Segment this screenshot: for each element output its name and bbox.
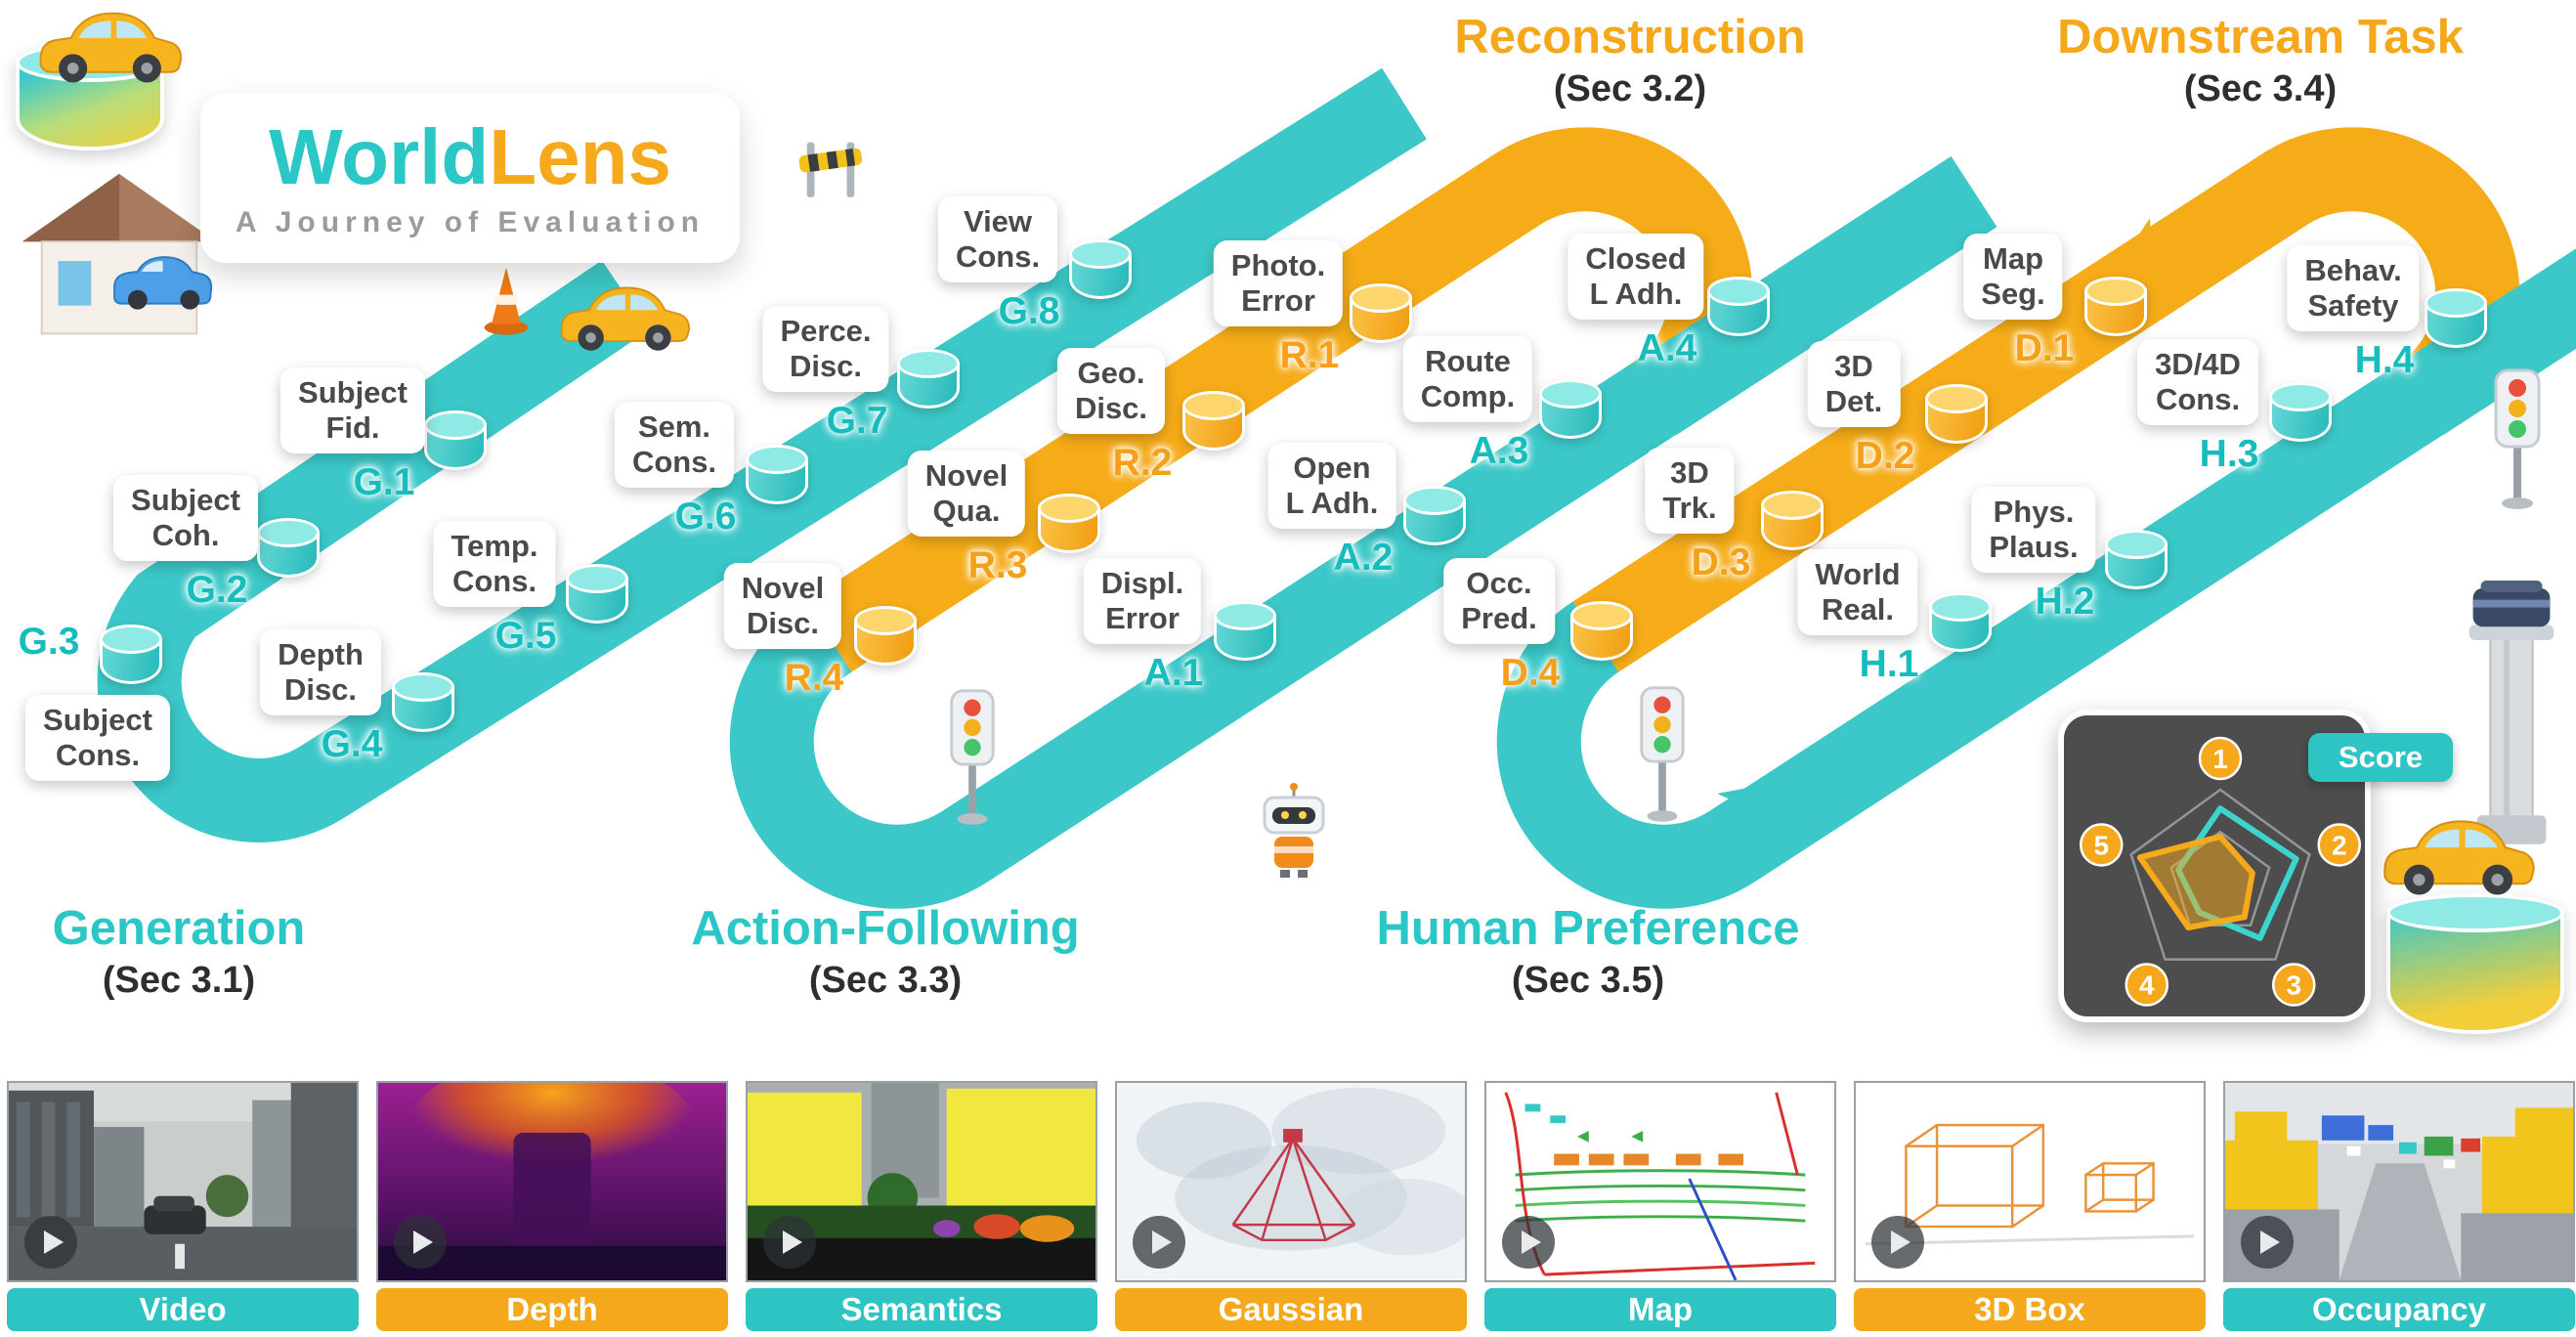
thumbnail-depth[interactable]: Depth bbox=[376, 1081, 728, 1331]
section-number: (Sec 3.1) bbox=[102, 960, 256, 1001]
thumbnail-video[interactable]: Video bbox=[7, 1081, 359, 1331]
radar-axis-number: 4 bbox=[2139, 970, 2155, 1001]
thumbnail-semantics[interactable]: Semantics bbox=[746, 1081, 1097, 1331]
thumbnail-map[interactable]: Map bbox=[1484, 1081, 1836, 1331]
road-arrow-down-orange bbox=[1648, 555, 1715, 613]
section-header-downstream-task: Downstream Task(Sec 3.4) bbox=[2057, 10, 2464, 110]
road-arrow-down-orange bbox=[2112, 217, 2179, 275]
play-button[interactable] bbox=[1502, 1216, 1555, 1269]
traffic-light-icon bbox=[1636, 684, 1689, 831]
traffic-light-icon bbox=[2490, 367, 2545, 518]
thumbnail-label: 3D Box bbox=[1854, 1288, 2206, 1331]
logo-part-lens: Lens bbox=[489, 113, 671, 200]
section-number: (Sec 3.5) bbox=[1511, 960, 1665, 1001]
section-header-action-following: Action-Following (Sec 3.3) bbox=[691, 901, 1079, 1002]
house-garage-icon bbox=[8, 156, 231, 350]
score-radar-panel: 1 2 3 4 5 Score bbox=[2058, 710, 2453, 1022]
logo-subtitle: A Journey of Evaluation bbox=[235, 206, 706, 238]
radar-axis-number: 3 bbox=[2286, 970, 2301, 1001]
yellow-car-icon bbox=[2373, 807, 2544, 905]
gradient-cylinder-icon bbox=[2386, 893, 2564, 1034]
road-arrow-up-teal bbox=[1867, 218, 1934, 276]
section-header-reconstruction: Reconstruction(Sec 3.2) bbox=[1454, 10, 1805, 110]
depth-art bbox=[378, 1083, 726, 1280]
logo-part-world: World bbox=[269, 113, 490, 200]
section-header-generation: Generation (Sec 3.1) bbox=[53, 901, 306, 1002]
score-badge: Score bbox=[2308, 733, 2453, 782]
semantics-art bbox=[748, 1083, 1095, 1280]
radar-axis-number: 1 bbox=[2212, 744, 2228, 774]
thumbnail-occupancy[interactable]: Occupancy bbox=[2223, 1081, 2575, 1331]
depth-thumbnail-image bbox=[376, 1081, 728, 1282]
radar-axis-badge bbox=[2125, 963, 2169, 1007]
section-title: Generation bbox=[52, 902, 306, 955]
play-button[interactable] bbox=[2241, 1216, 2294, 1269]
thumbnail-label: Video bbox=[7, 1288, 359, 1331]
map-thumbnail-image bbox=[1484, 1081, 1836, 1282]
radar-grid-pentagon bbox=[2129, 788, 2311, 961]
thumbnail-label: Map bbox=[1484, 1288, 1836, 1331]
thumbnail-label: Occupancy bbox=[2223, 1288, 2575, 1331]
road-arrow-down-orange bbox=[880, 555, 948, 613]
play-button[interactable] bbox=[1133, 1216, 1185, 1269]
radar-axis-number: 2 bbox=[2332, 830, 2347, 860]
section-title: Downstream Task bbox=[2057, 11, 2464, 64]
section-title: Human Preference bbox=[1376, 902, 1800, 955]
section-number: (Sec 3.2) bbox=[1553, 68, 1707, 109]
exit-road-extension bbox=[2397, 248, 2576, 436]
radar-axis-badge bbox=[2080, 823, 2124, 867]
road-arrow-up-teal bbox=[1717, 781, 1784, 839]
thumbnail-gaussian[interactable]: Gaussian bbox=[1115, 1081, 1467, 1331]
radar-series-orange-polygon bbox=[2136, 834, 2255, 931]
3dbox-thumbnail-image bbox=[1854, 1081, 2206, 1282]
action-following-road bbox=[729, 364, 1677, 909]
play-button[interactable] bbox=[763, 1216, 816, 1269]
human-preference-road bbox=[1496, 364, 2444, 909]
worldlens-logo-card: WorldLens A Journey of Evaluation bbox=[200, 93, 740, 263]
radar-axis-badge bbox=[2198, 736, 2243, 781]
worldlens-logo: WorldLens bbox=[269, 116, 671, 198]
radar-axis-badge bbox=[2271, 963, 2316, 1007]
play-button[interactable] bbox=[1871, 1216, 1924, 1269]
road-arrow-up-teal bbox=[2512, 299, 2576, 357]
traffic-light-icon bbox=[946, 687, 999, 834]
section-title: Action-Following bbox=[691, 902, 1080, 955]
section-number: (Sec 3.3) bbox=[808, 960, 963, 1001]
section-number: (Sec 3.4) bbox=[2183, 68, 2338, 109]
radar-axis-badge bbox=[2317, 823, 2361, 867]
yellow-car-icon bbox=[551, 276, 698, 360]
play-button[interactable] bbox=[394, 1216, 447, 1269]
thumbnail-3dbox[interactable]: 3D Box bbox=[1854, 1081, 2206, 1331]
gaussian-thumbnail-image bbox=[1115, 1081, 1467, 1282]
radar-axis-number: 5 bbox=[2093, 830, 2109, 860]
radar-chart: 1 2 3 4 5 bbox=[2080, 736, 2361, 1007]
robot-icon bbox=[1251, 782, 1337, 884]
section-header-human-preference: Human Preference (Sec 3.5) bbox=[1376, 901, 1799, 1002]
road-arrow-down-orange bbox=[1384, 217, 1451, 275]
road-arrow-up-teal bbox=[1182, 198, 1250, 256]
gaussian-art bbox=[1117, 1083, 1465, 1280]
road-barrier-icon bbox=[797, 129, 864, 210]
yellow-car-icon bbox=[29, 0, 191, 92]
thumbnail-label: Gaussian bbox=[1115, 1288, 1467, 1331]
occupancy-thumbnail-image bbox=[2223, 1081, 2575, 1282]
play-button[interactable] bbox=[24, 1216, 77, 1269]
thumbnail-label: Semantics bbox=[746, 1288, 1097, 1331]
road-arrow-up-teal bbox=[989, 781, 1056, 839]
section-title: Reconstruction bbox=[1454, 11, 1806, 64]
traffic-cone-icon bbox=[479, 262, 534, 342]
semantics-thumbnail-image bbox=[746, 1081, 1097, 1282]
thumbnail-label: Depth bbox=[376, 1288, 728, 1331]
video-thumbnail-image bbox=[7, 1081, 359, 1282]
